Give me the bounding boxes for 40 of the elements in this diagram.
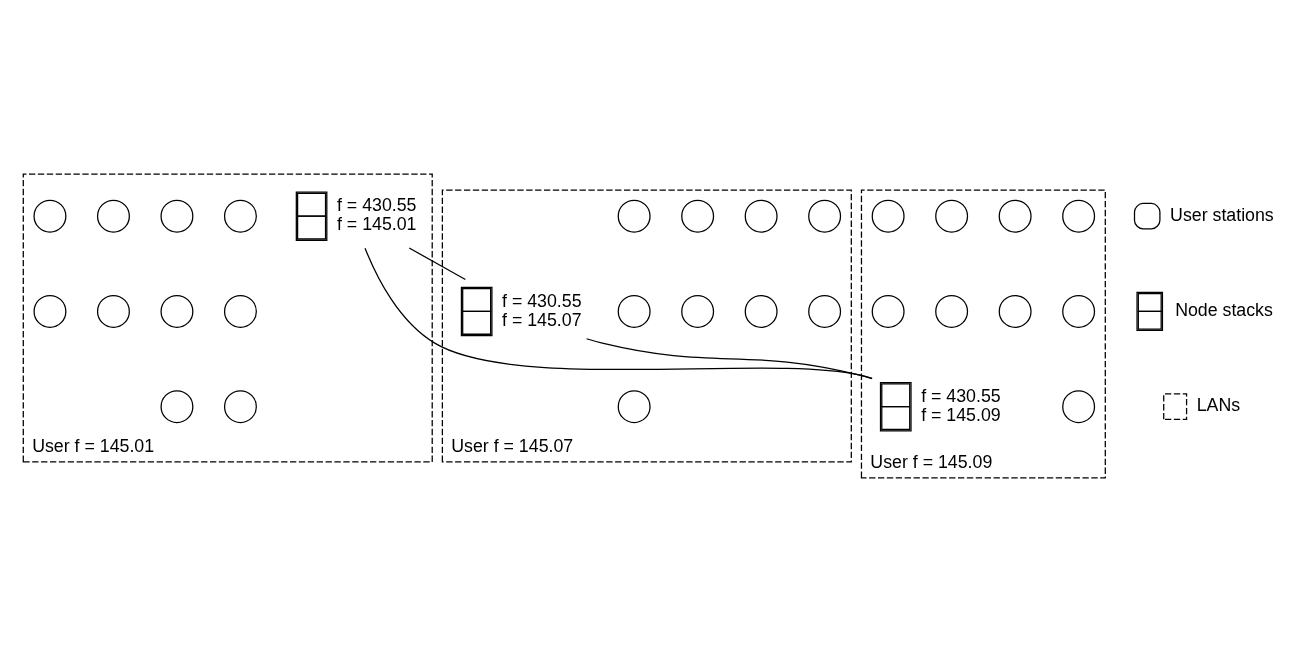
node-label: f = 145.09: [921, 404, 1001, 425]
node-circle: [681, 294, 715, 328]
node-label: f = 145.01: [336, 214, 417, 235]
node-circle: [998, 199, 1032, 233]
legend-label: User stations: [1170, 204, 1274, 225]
node-circle: [871, 199, 905, 233]
node-label: f = 145.07: [502, 309, 582, 330]
node-circle: [617, 390, 651, 424]
node-circle: [223, 294, 257, 328]
node-circle: [1062, 294, 1096, 328]
node-circle: [33, 294, 67, 328]
node-circle: [617, 294, 651, 328]
node-circle: [681, 199, 715, 233]
connector: [585, 338, 873, 380]
node-circle: [160, 390, 194, 424]
node-circle: [744, 294, 778, 328]
node-circle: [808, 294, 842, 328]
node-circle: [744, 199, 778, 233]
node-circle: [223, 390, 257, 424]
legend-label: Node stacks: [1175, 300, 1273, 321]
node-circle: [33, 199, 67, 233]
node-label: f = 430.55: [502, 290, 582, 311]
node-circle: [1062, 390, 1096, 424]
node-circle: [935, 294, 969, 328]
node-circle: [998, 294, 1032, 328]
node-circle: [96, 294, 130, 328]
node-circle: [808, 199, 842, 233]
node-label: f = 430.55: [921, 385, 1001, 406]
node-circle: [871, 294, 905, 328]
connector: [408, 247, 467, 281]
node-circle: [96, 199, 130, 233]
node-circle: [223, 199, 257, 233]
connector: [364, 247, 873, 379]
node-circle: [935, 199, 969, 233]
node-circle: [1062, 199, 1096, 233]
node-circle: [617, 199, 651, 233]
node-circle: [160, 294, 194, 328]
node-circle: [160, 199, 194, 233]
legend-label: LANs: [1196, 395, 1241, 416]
node-label: f = 430.55: [336, 195, 417, 216]
